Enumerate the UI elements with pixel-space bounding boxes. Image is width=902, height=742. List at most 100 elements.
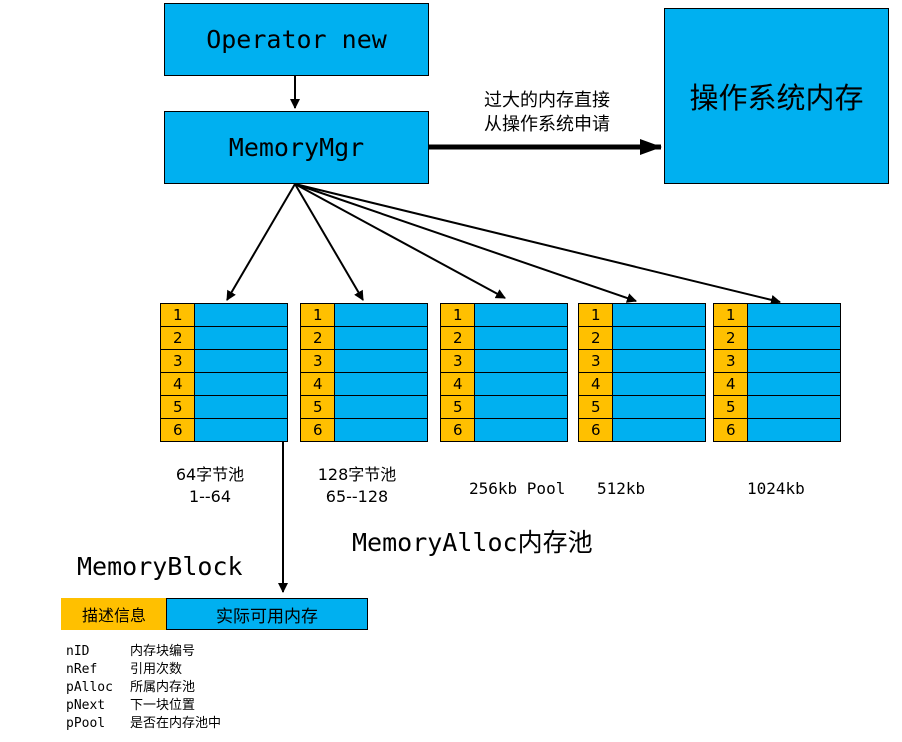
slot-number: 2 — [440, 326, 475, 350]
field-desc: 下一块位置 — [130, 698, 196, 713]
slot-number: 2 — [578, 326, 613, 350]
pool-slot: 4 — [440, 372, 568, 396]
slot-number: 3 — [160, 349, 195, 373]
slot-number: 1 — [160, 303, 195, 327]
pool-slot: 2 — [160, 326, 288, 350]
field-name: pPool — [66, 716, 106, 731]
slot-block — [334, 418, 428, 442]
field-desc: 引用次数 — [130, 662, 183, 677]
arrow-mgr-to-pool-128 — [294, 183, 364, 301]
slot-number: 6 — [300, 418, 335, 442]
slot-number: 3 — [713, 349, 748, 373]
pool-slot: 5 — [160, 395, 288, 419]
slot-number: 3 — [300, 349, 335, 373]
slot-number: 5 — [300, 395, 335, 419]
slot-number: 5 — [160, 395, 195, 419]
field-row: nRef 引用次数 — [66, 661, 221, 679]
field-name: nRef — [66, 662, 98, 677]
memory-block-title: MemoryBlock — [77, 552, 243, 581]
large-alloc-note: 过大的内存直接 从操作系统申请 — [462, 89, 632, 137]
pool-slot: 5 — [578, 395, 706, 419]
pool-slot: 1 — [713, 303, 841, 327]
pool-slot: 6 — [440, 418, 568, 442]
slot-block — [474, 418, 568, 442]
slot-block — [474, 395, 568, 419]
slot-block — [474, 349, 568, 373]
field-desc: 是否在内存池中 — [130, 716, 222, 731]
pool-label-512: 512kb — [597, 479, 646, 498]
pool-label-256: 256kb Pool — [469, 479, 566, 498]
pool-slot: 4 — [160, 372, 288, 396]
pool-slot: 4 — [578, 372, 706, 396]
pool-slot: 6 — [713, 418, 841, 442]
slot-block — [334, 326, 428, 350]
pool-slot: 1 — [160, 303, 288, 327]
slot-number: 2 — [300, 326, 335, 350]
arrow-mgr-to-pool-64 — [226, 183, 296, 301]
slot-block — [474, 303, 568, 327]
memory-alloc-title: MemoryAlloc内存池 — [352, 528, 593, 557]
os-memory-box: 操作系统内存 — [664, 8, 889, 184]
slot-block — [334, 349, 428, 373]
pool-slot: 4 — [713, 372, 841, 396]
slot-block — [194, 303, 288, 327]
slot-block — [747, 303, 841, 327]
slot-block — [194, 349, 288, 373]
slot-block — [194, 418, 288, 442]
slot-number: 1 — [300, 303, 335, 327]
pool-slot: 6 — [160, 418, 288, 442]
block-usable-cell: 实际可用内存 — [166, 598, 368, 630]
slot-block — [612, 372, 706, 396]
pool-slot: 6 — [578, 418, 706, 442]
slot-block — [612, 395, 706, 419]
slot-block — [194, 395, 288, 419]
pool-slot: 3 — [713, 349, 841, 373]
pool-slot: 5 — [713, 395, 841, 419]
memory-mgr-box: MemoryMgr — [164, 111, 429, 184]
pool-slot: 3 — [440, 349, 568, 373]
slot-number: 1 — [713, 303, 748, 327]
field-name: nID — [66, 644, 90, 659]
slot-block — [334, 372, 428, 396]
pool-slot: 4 — [300, 372, 428, 396]
slot-block — [334, 303, 428, 327]
slot-number: 5 — [578, 395, 613, 419]
pool-slot: 6 — [300, 418, 428, 442]
slot-number: 6 — [713, 418, 748, 442]
note-line-2: 从操作系统申请 — [484, 114, 610, 135]
pool-slot: 2 — [713, 326, 841, 350]
pool-slot: 2 — [300, 326, 428, 350]
field-row: pPool 是否在内存池中 — [66, 715, 221, 733]
slot-number: 4 — [160, 372, 195, 396]
slot-number: 5 — [713, 395, 748, 419]
slot-number: 4 — [713, 372, 748, 396]
operator-new-box: Operator new — [164, 3, 429, 76]
slot-number: 1 — [578, 303, 613, 327]
slot-block — [612, 303, 706, 327]
pool-slot: 2 — [440, 326, 568, 350]
slot-block — [612, 418, 706, 442]
slot-number: 6 — [440, 418, 475, 442]
slot-block — [474, 326, 568, 350]
slot-block — [747, 418, 841, 442]
slot-number: 1 — [440, 303, 475, 327]
slot-block — [194, 372, 288, 396]
note-line-1: 过大的内存直接 — [484, 90, 610, 111]
slot-block — [747, 326, 841, 350]
operator-new-label: Operator new — [206, 25, 387, 54]
slot-number: 4 — [440, 372, 475, 396]
pool-label-128: 128字节池 65--128 — [317, 465, 397, 506]
pool-slot: 1 — [440, 303, 568, 327]
slot-number: 3 — [578, 349, 613, 373]
pool-slot: 3 — [300, 349, 428, 373]
arrow-mgr-to-pool-512 — [294, 183, 637, 303]
pool-slot: 1 — [578, 303, 706, 327]
os-memory-label: 操作系统内存 — [689, 81, 864, 115]
